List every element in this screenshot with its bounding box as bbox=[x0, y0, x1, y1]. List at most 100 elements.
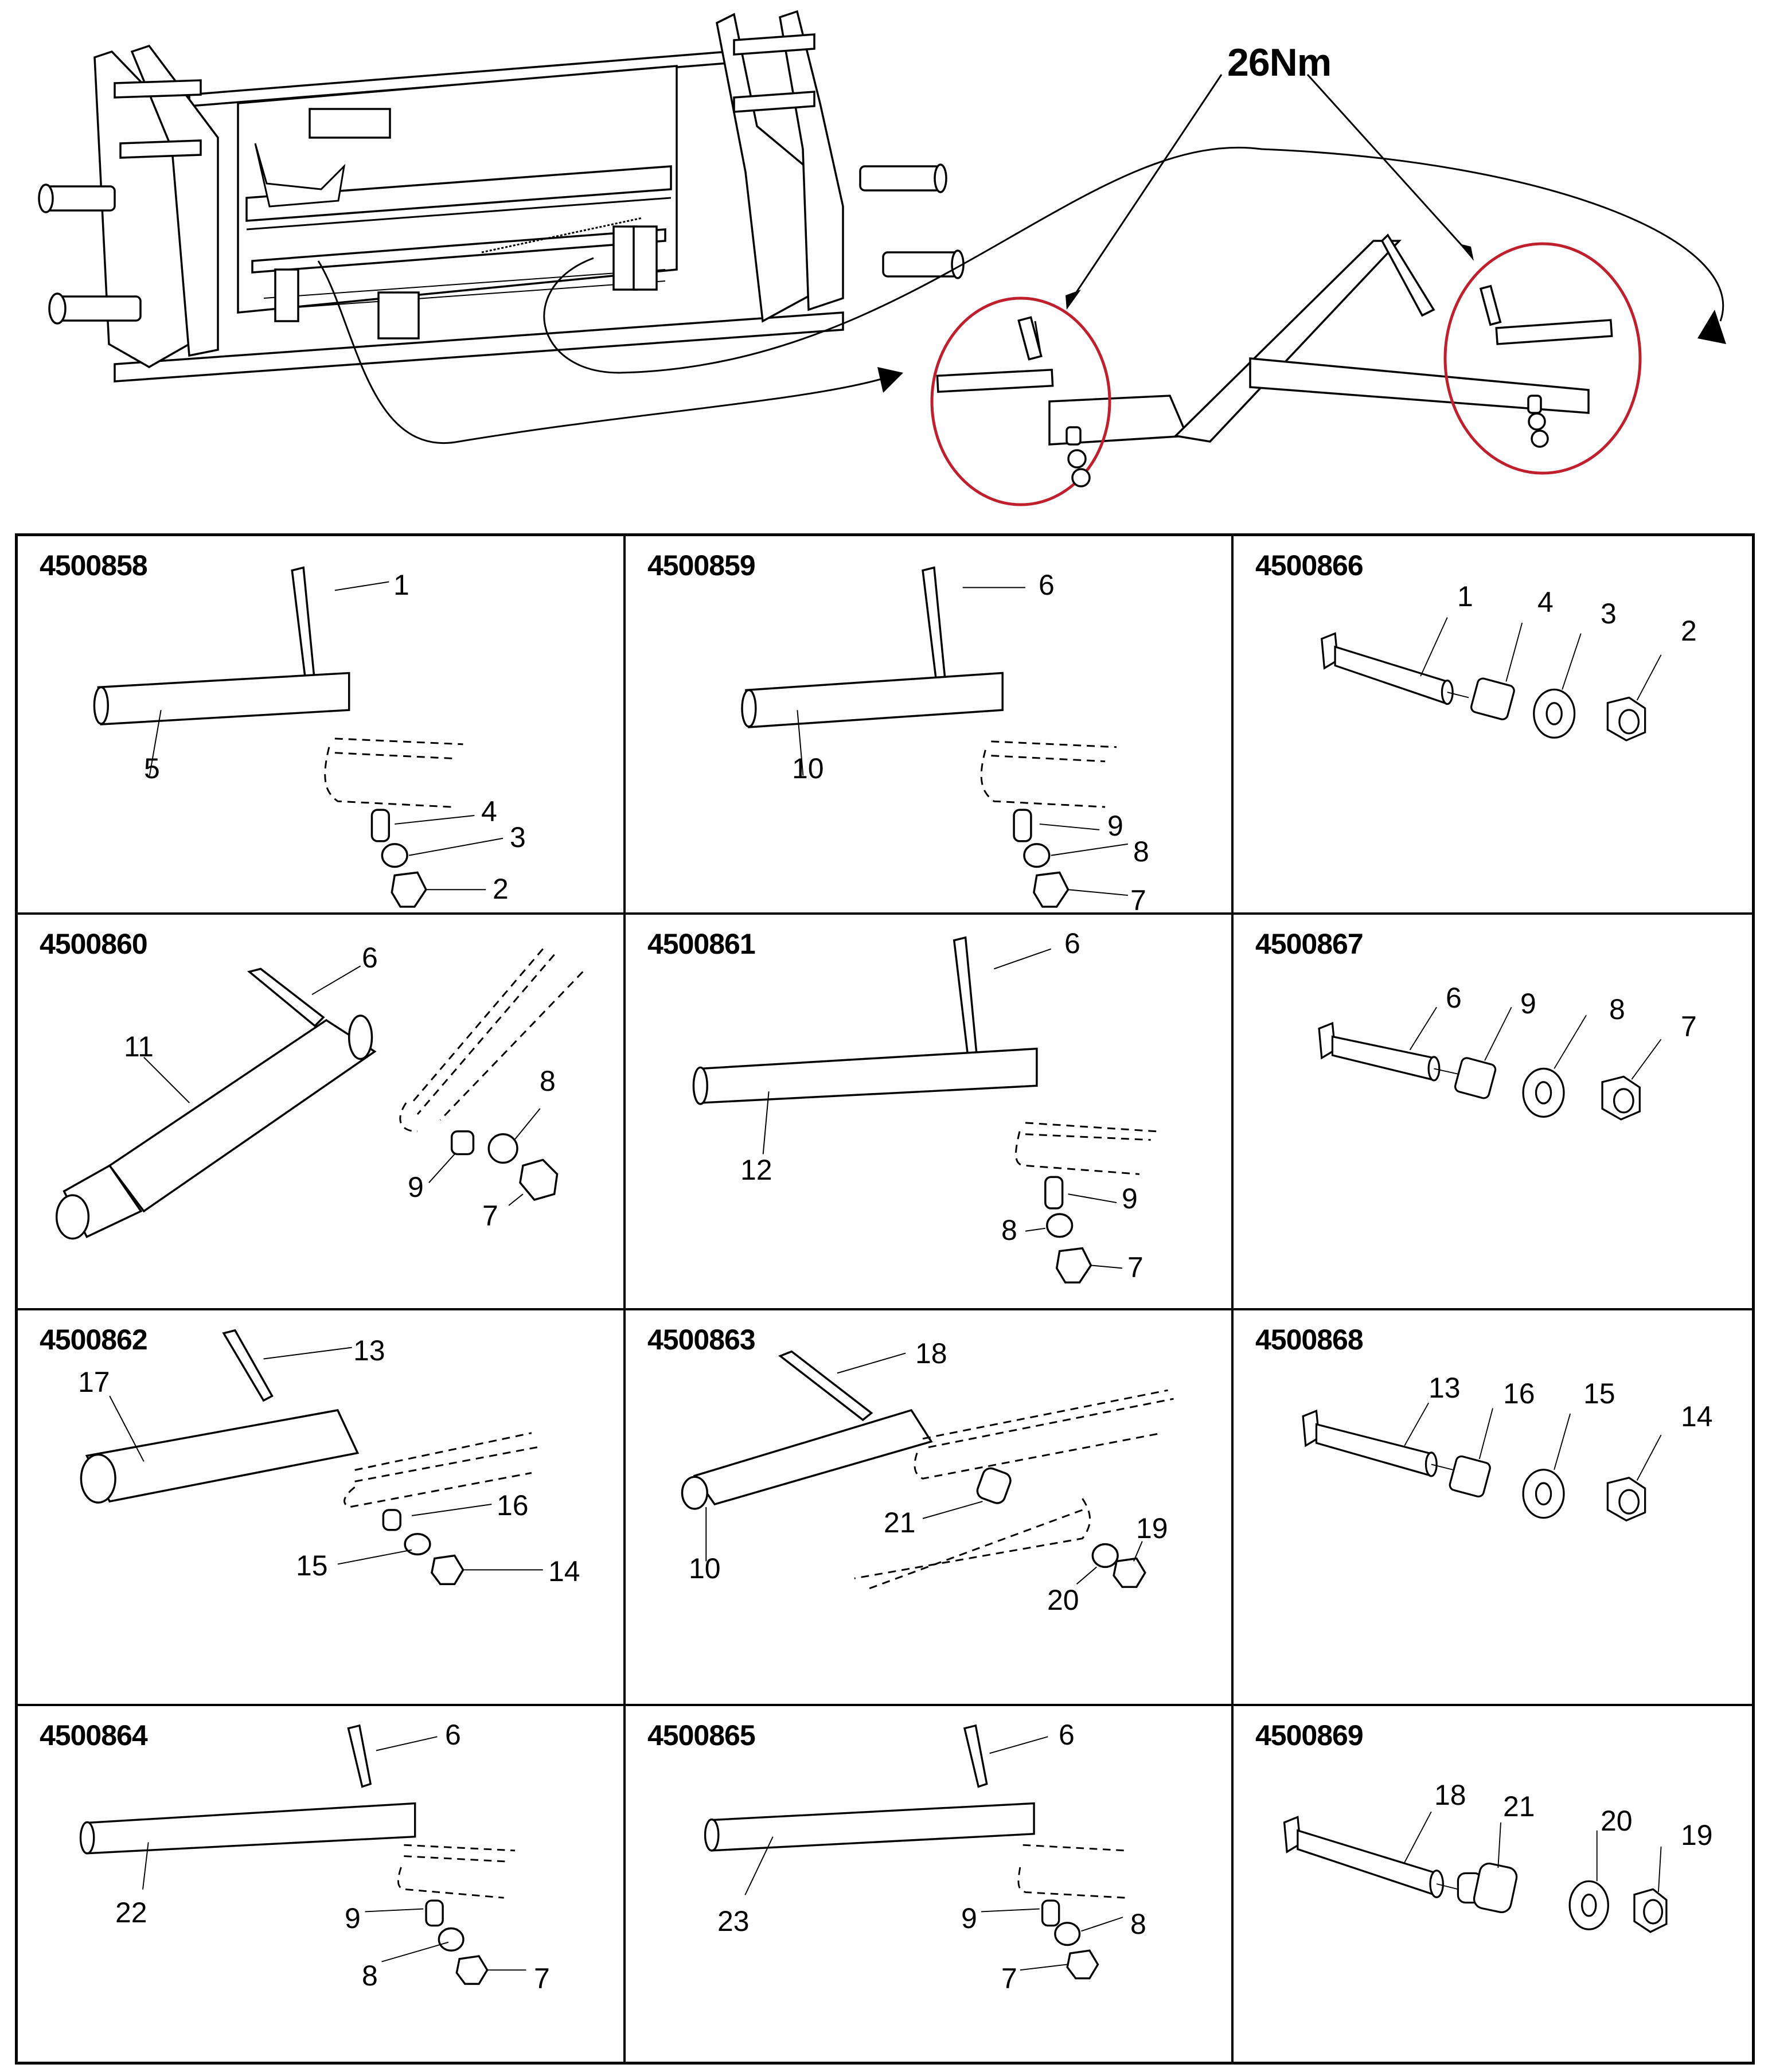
pin-kit-drawing bbox=[93, 566, 504, 908]
callout-21: 21 bbox=[884, 1507, 916, 1539]
callout-7: 7 bbox=[1001, 1962, 1017, 1995]
kit-cell-4500865: 4500865 6 23 9 8 7 bbox=[626, 1706, 1234, 2062]
pin-kit-drawing bbox=[704, 1724, 1126, 1980]
callout-19: 19 bbox=[1136, 1512, 1168, 1544]
callout-9: 9 bbox=[961, 1902, 977, 1934]
callout-7: 7 bbox=[1681, 1010, 1697, 1043]
kit-cell-4500858: 4500858 1 5 4 3 2 bbox=[18, 536, 626, 915]
callout-2: 2 bbox=[1681, 615, 1697, 647]
callout-6: 6 bbox=[362, 942, 378, 974]
callout-7: 7 bbox=[534, 1962, 550, 1995]
callout-13: 13 bbox=[1429, 1372, 1461, 1404]
callout-7: 7 bbox=[1127, 1251, 1143, 1283]
kit-cell-4500864: 4500864 6 22 9 8 7 bbox=[18, 1706, 626, 2062]
pin-kit-drawing bbox=[741, 566, 1129, 908]
callout-16: 16 bbox=[497, 1489, 529, 1521]
callout-5: 5 bbox=[144, 752, 160, 785]
callout-4: 4 bbox=[481, 795, 497, 828]
flow-arrows bbox=[317, 146, 1726, 444]
callout-7: 7 bbox=[482, 1200, 498, 1232]
stepped-pin-drawing bbox=[55, 948, 584, 1240]
bolt-kit-collar-drawing bbox=[1283, 1811, 1668, 1933]
kit-cell-4500867: 4500867 6 9 8 7 bbox=[1234, 915, 1752, 1310]
callout-9: 9 bbox=[1107, 810, 1123, 842]
right-pivot-detail bbox=[1443, 242, 1642, 475]
kit-number: 4500869 bbox=[1255, 1719, 1364, 1751]
callout-8: 8 bbox=[1133, 836, 1149, 868]
bolt-kit-drawing bbox=[1302, 1402, 1662, 1522]
kit-number: 4500868 bbox=[1255, 1324, 1364, 1356]
kit-number: 4500865 bbox=[647, 1719, 756, 1751]
kit-number: 4500863 bbox=[647, 1324, 756, 1356]
bolt-kit-drawing bbox=[1318, 1006, 1662, 1121]
callout-7: 7 bbox=[1130, 884, 1146, 915]
callout-10: 10 bbox=[689, 1552, 721, 1585]
callout-8: 8 bbox=[540, 1065, 556, 1097]
callout-1: 1 bbox=[393, 569, 409, 601]
spring bbox=[481, 217, 643, 253]
kit-number: 4500866 bbox=[1255, 549, 1364, 582]
kit-cell-4500860: 4500860 6 11 8 9 7 bbox=[18, 915, 626, 1310]
kit-number: 4500860 bbox=[40, 928, 148, 960]
callout-14: 14 bbox=[1681, 1400, 1713, 1433]
callout-9: 9 bbox=[408, 1171, 424, 1203]
callout-15: 15 bbox=[1583, 1378, 1615, 1410]
callout-9: 9 bbox=[345, 1902, 361, 1934]
callout-11: 11 bbox=[124, 1031, 154, 1063]
kit-number: 4500859 bbox=[647, 549, 756, 582]
angled-pin-drawing bbox=[681, 1350, 1174, 1591]
kit-number: 4500867 bbox=[1255, 928, 1364, 960]
callout-6: 6 bbox=[1064, 927, 1080, 959]
callout-8: 8 bbox=[362, 1960, 378, 1992]
callout-8: 8 bbox=[1001, 1214, 1017, 1246]
callout-12: 12 bbox=[740, 1154, 772, 1186]
quick-coupler-frame bbox=[38, 10, 965, 383]
callout-2: 2 bbox=[493, 873, 509, 905]
kit-number: 4500858 bbox=[40, 549, 148, 582]
left-pivot-detail bbox=[930, 296, 1111, 506]
callout-15: 15 bbox=[296, 1550, 328, 1582]
thick-pin-drawing bbox=[80, 1329, 543, 1585]
callout-10: 10 bbox=[792, 752, 824, 785]
callout-6: 6 bbox=[445, 1719, 461, 1751]
callout-18: 18 bbox=[915, 1337, 947, 1369]
bolt-kit-drawing bbox=[1321, 617, 1662, 742]
callout-22: 22 bbox=[115, 1897, 147, 1929]
callout-3: 3 bbox=[510, 821, 526, 853]
pin-kit-drawing bbox=[692, 936, 1157, 1284]
parts-kit-grid: 4500858 1 5 4 3 2 4500859 bbox=[15, 533, 1755, 2065]
callout-21: 21 bbox=[1503, 1790, 1535, 1823]
callout-4: 4 bbox=[1537, 586, 1554, 618]
callout-8: 8 bbox=[1130, 1908, 1146, 1940]
kit-cell-4500859: 4500859 6 10 9 8 7 bbox=[626, 536, 1234, 915]
callout-6: 6 bbox=[1446, 982, 1462, 1014]
callout-1: 1 bbox=[1457, 580, 1473, 612]
kit-cell-4500869: 4500869 18 21 20 19 bbox=[1234, 1706, 1752, 2062]
callout-9: 9 bbox=[1520, 988, 1536, 1020]
callout-9: 9 bbox=[1122, 1183, 1138, 1215]
callout-20: 20 bbox=[1047, 1584, 1079, 1616]
callout-23: 23 bbox=[717, 1905, 750, 1937]
callout-20: 20 bbox=[1601, 1805, 1633, 1837]
kit-cell-4500863: 4500863 18 10 21 19 20 bbox=[626, 1310, 1234, 1706]
kit-cell-4500866: 4500866 1 4 3 2 bbox=[1234, 536, 1752, 915]
callout-6: 6 bbox=[1059, 1719, 1075, 1751]
kit-number: 4500862 bbox=[40, 1324, 148, 1356]
callout-14: 14 bbox=[548, 1555, 580, 1587]
callout-8: 8 bbox=[1609, 993, 1625, 1025]
pin-kit-drawing bbox=[79, 1724, 526, 1985]
kit-cell-4500862: 4500862 13 17 16 15 14 bbox=[18, 1310, 626, 1706]
callout-6: 6 bbox=[1039, 569, 1055, 601]
callout-18: 18 bbox=[1434, 1779, 1466, 1811]
kit-number: 4500861 bbox=[647, 928, 756, 960]
callout-13: 13 bbox=[353, 1334, 385, 1367]
callout-3: 3 bbox=[1601, 598, 1617, 630]
torque-spec-label: 26Nm bbox=[1227, 41, 1332, 84]
kit-number: 4500864 bbox=[40, 1719, 148, 1751]
kit-cell-4500868: 4500868 13 16 15 14 bbox=[1234, 1310, 1752, 1706]
overview-assembly: 26Nm bbox=[0, 0, 1768, 528]
link-arm-assembly bbox=[1048, 233, 1590, 446]
callout-19: 19 bbox=[1681, 1819, 1713, 1851]
frame-assembly-drawing bbox=[38, 10, 1726, 506]
callout-17: 17 bbox=[78, 1366, 110, 1398]
